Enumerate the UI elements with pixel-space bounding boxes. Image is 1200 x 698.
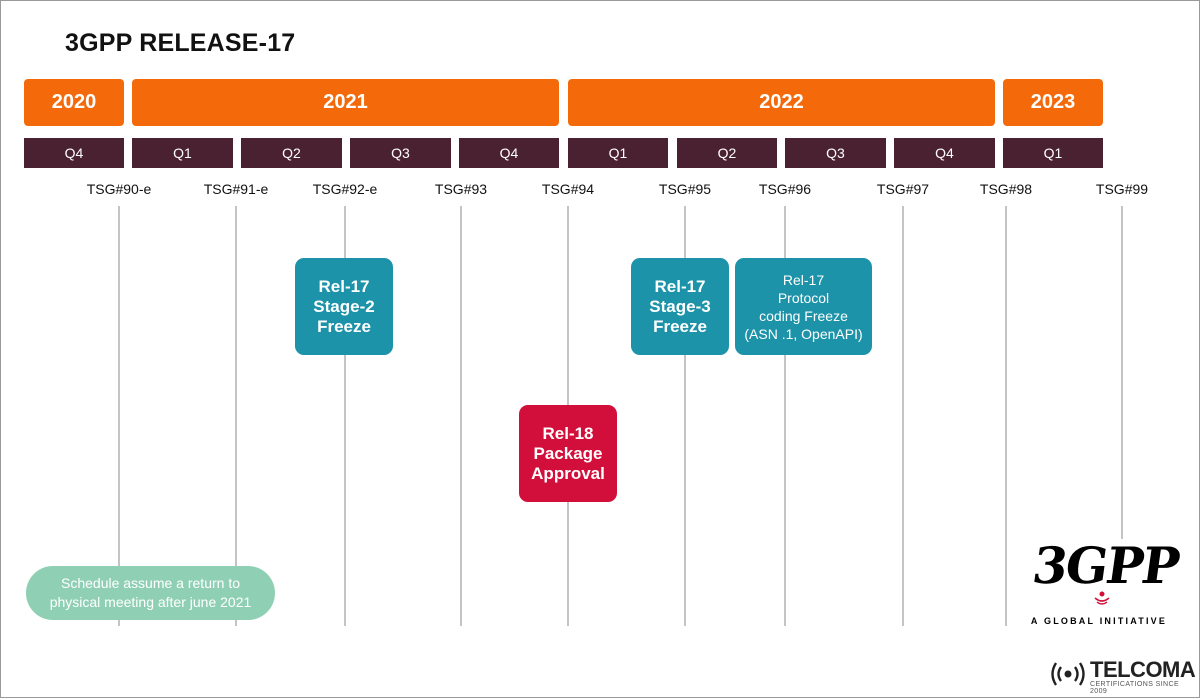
3gpp-logo-mark: 3GPP	[1028, 536, 1182, 595]
milestone-line: Rel-18	[542, 423, 594, 443]
meeting-label-91: TSG#91-e	[203, 181, 269, 197]
year-2020-bar: 2020	[24, 79, 124, 126]
meeting-line-96	[784, 206, 786, 626]
meeting-line-98	[1005, 206, 1007, 626]
quarter-2020-q4: Q4	[24, 138, 124, 168]
meeting-label-96: TSG#96	[758, 181, 812, 197]
quarter-2021-q4: Q4	[459, 138, 559, 168]
milestone-stage2-freeze: Rel-17 Stage-2 Freeze	[295, 258, 393, 355]
quarter-2021-q1: Q1	[132, 138, 233, 168]
milestone-line: Rel-17	[654, 276, 706, 296]
milestone-line: Rel-17	[782, 271, 825, 288]
telcoma-name: TELCOMA	[1090, 657, 1196, 682]
meeting-label-93: TSG#93	[434, 181, 488, 197]
milestone-line: (ASN .1, OpenAPI)	[744, 325, 863, 342]
milestone-line: Stage-2	[313, 296, 375, 316]
quarter-2022-q4: Q4	[894, 138, 995, 168]
meeting-label-94: TSG#94	[541, 181, 595, 197]
note-line: physical meeting after june 2021	[49, 594, 252, 610]
telcoma-logo: TELCOMA CERTIFICATIONS SINCE 2009	[1048, 657, 1196, 695]
meeting-label-95: TSG#95	[658, 181, 712, 197]
page-title: 3GPP RELEASE-17	[65, 29, 296, 57]
milestone-line: Rel-17	[318, 276, 370, 296]
milestone-line: Protocol	[777, 289, 830, 306]
year-2022-bar: 2022	[568, 79, 995, 126]
milestone-line: Package	[533, 443, 603, 463]
meeting-line-99	[1121, 206, 1123, 539]
milestone-rel18-package-approval: Rel-18 Package Approval	[519, 405, 617, 502]
meeting-line-90	[118, 206, 120, 626]
milestone-line: Freeze	[653, 316, 707, 336]
milestone-line: Approval	[531, 463, 605, 483]
note-line: Schedule assume a return to	[61, 575, 240, 591]
milestone-stage3-freeze: Rel-17 Stage-3 Freeze	[631, 258, 729, 355]
schedule-note: Schedule assume a return to physical mee…	[26, 566, 275, 620]
telcoma-tagline: CERTIFICATIONS SINCE 2009	[1090, 681, 1180, 695]
meeting-line-93	[460, 206, 462, 626]
meeting-line-92	[344, 206, 346, 626]
signal-waves-icon	[1094, 591, 1110, 605]
meeting-line-91	[235, 206, 237, 626]
milestone-line: coding Freeze	[759, 307, 848, 324]
milestone-line: Freeze	[317, 316, 371, 336]
3gpp-logo: 3GPP A GLOBAL INITIATIVE	[1019, 536, 1182, 631]
meeting-label-98: TSG#98	[979, 181, 1033, 197]
quarter-2023-q1: Q1	[1003, 138, 1103, 168]
quarter-2022-q1: Q1	[568, 138, 668, 168]
meeting-label-92: TSG#92-e	[312, 181, 378, 197]
year-2023-bar: 2023	[1003, 79, 1103, 126]
quarter-2021-q3: Q3	[350, 138, 451, 168]
meeting-label-90: TSG#90-e	[86, 181, 152, 197]
milestone-protocol-coding-freeze: Rel-17 Protocol coding Freeze (ASN .1, O…	[735, 258, 872, 355]
meeting-label-99: TSG#99	[1095, 181, 1149, 197]
milestone-line: Stage-3	[649, 296, 711, 316]
meeting-line-97	[902, 206, 904, 626]
meeting-label-97: TSG#97	[876, 181, 930, 197]
meeting-line-95	[684, 206, 686, 626]
3gpp-logo-tagline: A GLOBAL INITIATIVE	[1030, 616, 1168, 626]
year-2021-bar: 2021	[132, 79, 559, 126]
quarter-2022-q2: Q2	[677, 138, 777, 168]
broadcast-icon	[1051, 662, 1085, 686]
quarter-2021-q2: Q2	[241, 138, 342, 168]
quarter-2022-q3: Q3	[785, 138, 886, 168]
